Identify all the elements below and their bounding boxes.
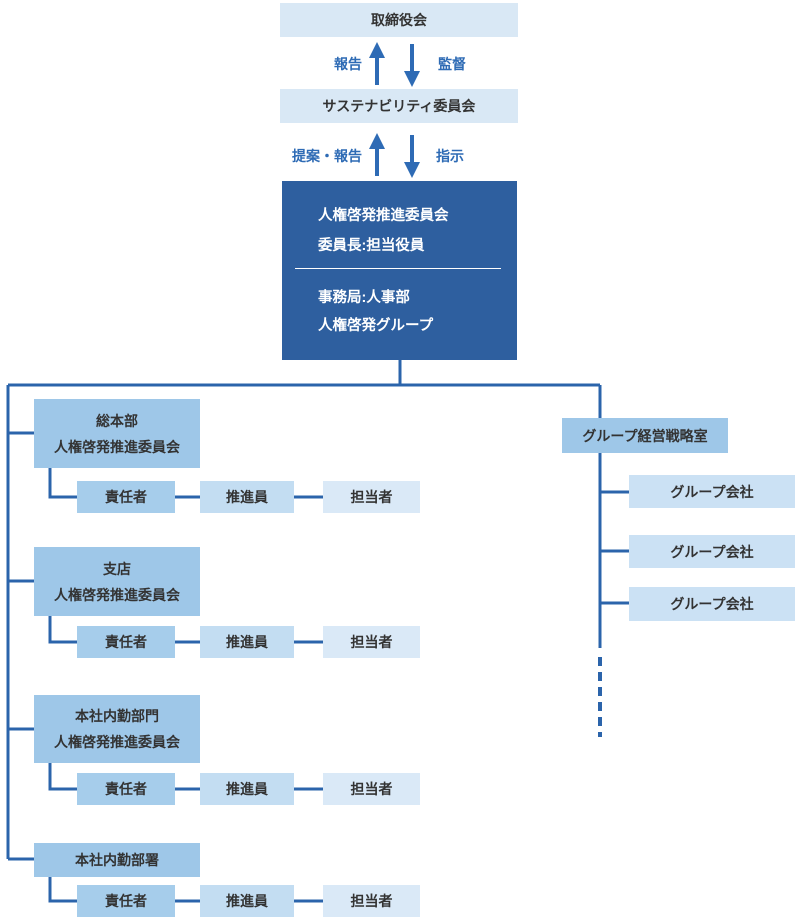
staff-box: 担当者: [323, 885, 420, 917]
responsible-person-label: 責任者: [105, 893, 147, 909]
committee-chair: 委員長:担当役員: [318, 238, 425, 254]
child-l-connector-4: [48, 877, 77, 903]
child-l-connector-3: [48, 763, 77, 791]
human-rights-committee-box: 人権啓発推進委員会 委員長:担当役員 事務局:人事部 人権啓発グループ: [282, 181, 517, 360]
staff-box: 担当者: [323, 773, 420, 805]
committee-title: 人権啓発推進委員会: [318, 208, 449, 224]
committee-group: 人権啓発グループ: [318, 318, 434, 334]
child-l-connector-2: [48, 616, 77, 644]
proposal-report-label: 提案・報告: [292, 148, 362, 164]
responsible-person-box: 責任者: [77, 885, 175, 917]
instruction-label: 指示: [436, 148, 464, 164]
group-company-label: グループ会社: [670, 483, 754, 500]
staff-box: 担当者: [323, 481, 420, 513]
staff-label: 担当者: [350, 634, 393, 650]
sustainability-committee-box: サステナビリティ委員会: [280, 89, 518, 123]
staff-label: 担当者: [350, 781, 393, 797]
group-strategy-office-label: グループ経営戦略室: [582, 427, 708, 444]
branch-name-line2: 人権啓発推進委員会: [54, 734, 180, 750]
responsible-person-label: 責任者: [105, 781, 147, 797]
board-of-directors-label: 取締役会: [371, 12, 427, 28]
child-l-connector-1: [48, 468, 77, 499]
promoter-box: 推進員: [200, 626, 294, 658]
branch-name-line1: 総本部: [96, 412, 138, 429]
promoter-box: 推進員: [200, 481, 294, 513]
staff-box: 担当者: [323, 626, 420, 658]
committee-secretariat: 事務局:人事部: [318, 290, 410, 306]
promoter-label: 推進員: [226, 893, 268, 909]
responsible-person-label: 責任者: [105, 634, 147, 650]
responsible-person-box: 責任者: [77, 481, 175, 513]
report-label: 報告: [334, 56, 362, 72]
supervision-label: 監督: [438, 56, 466, 72]
promoter-box: 推進員: [200, 773, 294, 805]
promoter-label: 推進員: [226, 489, 268, 505]
responsible-person-box: 責任者: [77, 773, 175, 805]
divider: [295, 268, 501, 269]
promoter-box: 推進員: [200, 885, 294, 917]
branch-name-line1: 本社内勤部門: [75, 708, 159, 724]
sustainability-committee-label: サステナビリティ委員会: [322, 98, 476, 114]
up-arrow-icon: [369, 133, 385, 176]
group-company-label: グループ会社: [670, 543, 754, 560]
group-company-box: グループ会社: [629, 535, 795, 568]
staff-label: 担当者: [350, 893, 393, 909]
branch-sohonbu-box: 総本部 人権啓発推進委員会: [34, 399, 200, 468]
group-company-label: グループ会社: [670, 596, 754, 612]
down-arrow-icon: [404, 135, 420, 178]
branch-name-line2: 人権啓発推進委員会: [54, 586, 180, 603]
board-of-directors-box: 取締役会: [280, 3, 518, 37]
group-strategy-office-box: グループ経営戦略室: [562, 418, 728, 453]
down-arrow-icon: [404, 44, 420, 87]
branch-honsha-busho-box: 本社内勤部署: [34, 843, 200, 877]
promoter-label: 推進員: [226, 781, 268, 797]
up-arrow-icon: [369, 42, 385, 85]
branch-name-line1: 本社内勤部署: [75, 852, 159, 868]
responsible-person-box: 責任者: [77, 626, 175, 658]
branch-name-line1: 支店: [103, 560, 131, 577]
group-company-box: グループ会社: [629, 587, 795, 621]
responsible-person-label: 責任者: [105, 489, 147, 505]
branch-name-line2: 人権啓発推進委員会: [54, 438, 180, 455]
branch-shiten-box: 支店 人権啓発推進委員会: [34, 547, 200, 616]
staff-label: 担当者: [350, 489, 393, 505]
promoter-label: 推進員: [226, 634, 268, 650]
group-company-box: グループ会社: [629, 475, 795, 508]
branch-honsha-bumon-box: 本社内勤部門 人権啓発推進委員会: [34, 695, 200, 763]
